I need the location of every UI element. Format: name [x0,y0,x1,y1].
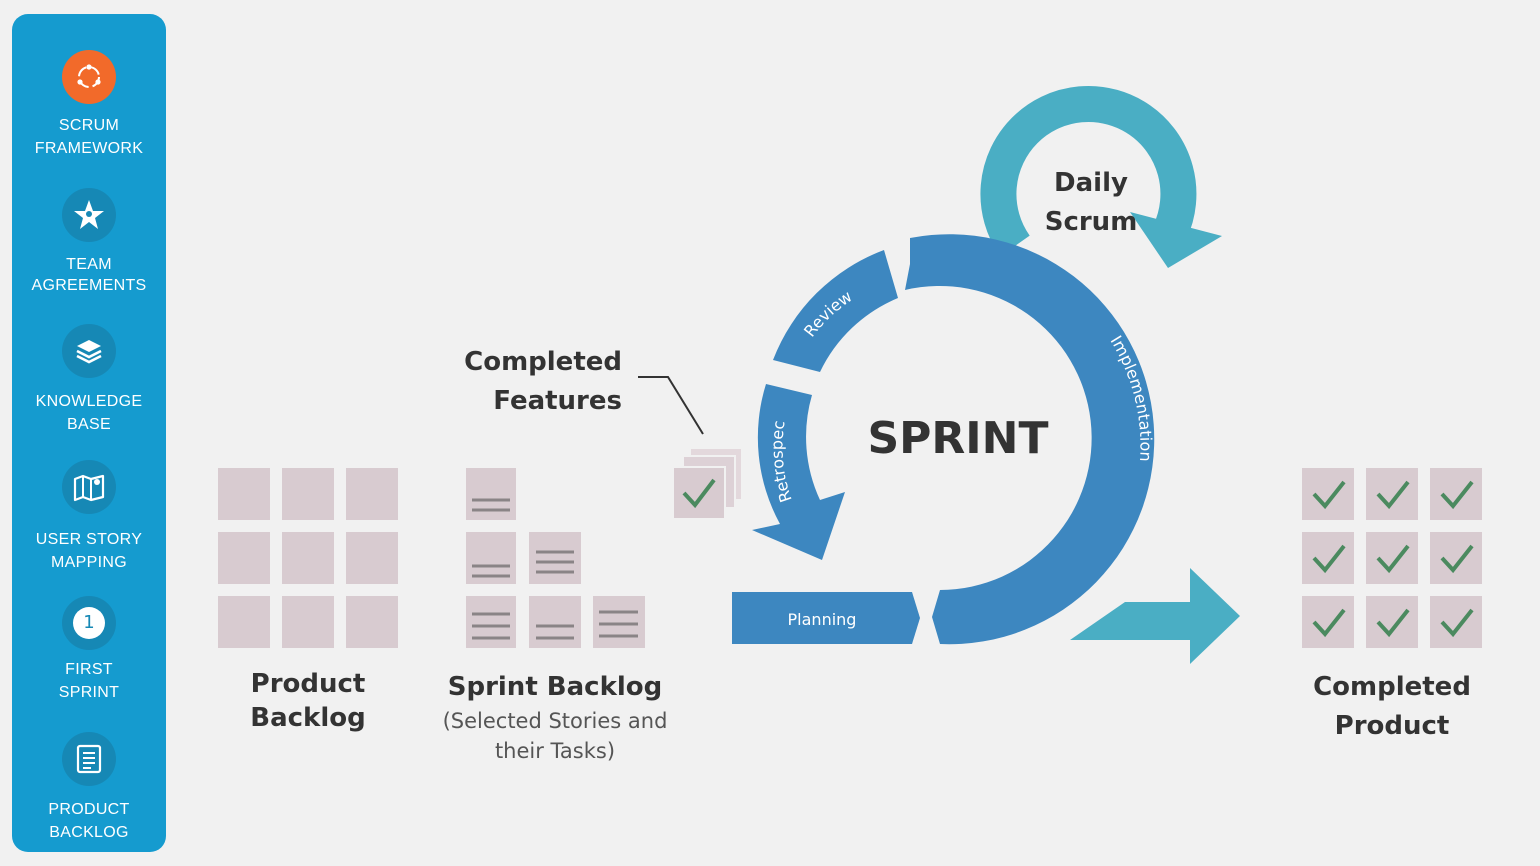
daily-scrum-label: Daily [1054,168,1128,198]
backlog-card [218,596,270,648]
completed-features-label: Completed [464,347,622,377]
check-icon [1312,608,1346,638]
backlog-card [346,468,398,520]
sidebar-item-knowledge-base[interactable]: KNOWLEDGE BASE [12,324,166,436]
sidebar-item-label: KNOWLEDGE [35,393,143,410]
planning-bar [732,592,920,644]
retrospect-label: Retrospect [0,0,796,505]
backlog-card [218,468,270,520]
completed-features-stack [672,447,743,520]
planning-label: Planning [788,610,857,629]
product-backlog-label: Backlog [250,703,365,733]
sprint-title: SPRINT [867,413,1048,464]
sprint-cycle [732,234,1155,645]
task-card [593,596,645,648]
team-star-icon [62,188,116,242]
cycle-icon [62,50,116,104]
sidebar-item-label: SPRINT [58,684,120,701]
sidebar-item-label: BACKLOG [49,824,129,841]
completed-product-label: Completed [1313,672,1471,702]
completed-features-label: Features [493,386,622,416]
check-icon [682,478,716,509]
map-pin-icon [62,460,116,514]
backlog-card [282,468,334,520]
sidebar-item-label: FIRST [65,661,113,678]
check-icon [1440,480,1474,510]
sprint-backlog-grid [466,468,645,648]
daily-scrum-label: Scrum [1045,207,1138,237]
stack-icon [62,324,116,378]
sidebar-item-label: AGREEMENTS [31,277,147,294]
backlog-card [346,532,398,584]
completed-product-label: Product [1335,711,1450,741]
check-icon [1376,480,1410,510]
backlog-card [218,532,270,584]
sidebar-item-label: MAPPING [51,554,127,571]
check-icon [1376,608,1410,638]
retrospect-text: Retrospect [0,0,796,505]
number-one-badge: 1 [73,607,105,639]
sidebar-item-user-story-mapping[interactable]: USER STORY MAPPING [12,460,166,574]
retrospect-arrow [752,384,845,560]
sidebar-item-label: FRAMEWORK [34,140,144,157]
sidebar-item-label: PRODUCT [48,801,130,818]
sidebar-item-label: TEAM [66,256,112,273]
daily-scrum-arrow [980,85,1222,268]
output-arrow [1070,568,1240,664]
task-card [466,596,516,648]
number-one-icon: 1 [62,596,116,650]
task-card [529,596,581,648]
check-icon [1312,480,1346,510]
implementation-arc [905,234,1155,645]
completed-product-grid [1302,468,1482,648]
sprint-backlog-subtitle: their Tasks) [495,739,615,763]
sidebar-item-label: BASE [67,416,111,433]
sidebar-item-product-backlog[interactable]: PRODUCT BACKLOG [12,732,166,844]
review-arc [773,250,898,372]
check-icon [1440,544,1474,574]
backlog-card [282,596,334,648]
check-icon [1376,544,1410,574]
product-backlog-grid [218,468,398,648]
check-icon [1440,608,1474,638]
list-icon [62,732,116,786]
sidebar-item-scrum-framework[interactable]: SCRUM FRAMEWORK [12,50,166,160]
sidebar-nav: SCRUM FRAMEWORK TEAM AGREEMENTS KNOWLEDG… [12,14,166,852]
sidebar-item-first-sprint[interactable]: 1 FIRST SPRINT [12,596,166,704]
task-card [529,532,581,584]
callout-line [638,376,704,435]
sidebar-item-label: SCRUM [58,117,120,134]
task-card [466,468,516,520]
product-backlog-label: Product [251,669,366,699]
task-card [466,532,516,584]
sprint-backlog-label: Sprint Backlog [448,672,663,702]
backlog-card [282,532,334,584]
sprint-backlog-subtitle: (Selected Stories and [443,709,668,733]
sidebar-item-team-agreements[interactable]: TEAM AGREEMENTS [12,188,166,296]
check-icon [1312,544,1346,574]
sidebar-item-label: USER STORY [35,531,143,548]
backlog-card [346,596,398,648]
